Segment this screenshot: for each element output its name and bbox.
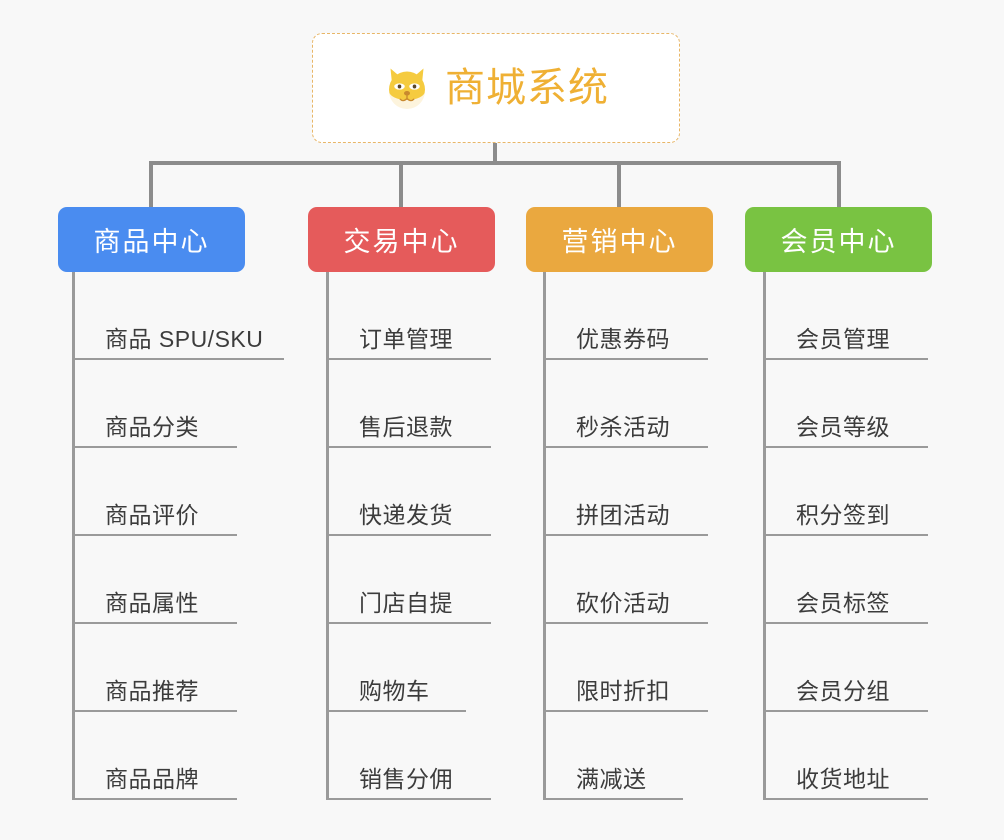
leaf-underline	[763, 710, 928, 712]
leaf-item[interactable]: 会员管理	[763, 272, 993, 360]
leaf-underline	[72, 358, 284, 360]
leaf-item[interactable]: 会员等级	[763, 360, 993, 448]
leaf-underline	[543, 622, 708, 624]
leaf-column-3: 优惠券码秒杀活动拼团活动砍价活动限时折扣满减送	[543, 272, 773, 800]
leaf-item-label: 满减送	[576, 766, 647, 792]
leaf-underline	[326, 622, 491, 624]
leaf-item[interactable]: 快递发货	[326, 448, 556, 536]
leaf-item-label: 订单管理	[359, 326, 453, 352]
leaf-underline	[763, 446, 928, 448]
leaf-underline	[72, 710, 237, 712]
leaf-item-label: 售后退款	[359, 414, 453, 440]
leaf-item-label: 砍价活动	[576, 590, 670, 616]
leaf-item[interactable]: 售后退款	[326, 360, 556, 448]
category-label: 会员中心	[780, 227, 897, 257]
leaf-underline	[543, 358, 708, 360]
leaf-item[interactable]: 商品推荐	[72, 624, 302, 712]
leaf-item-label: 会员等级	[796, 414, 890, 440]
connector-drop-3	[617, 161, 621, 207]
leaf-item-label: 会员管理	[796, 326, 890, 352]
category-label: 营销中心	[561, 227, 678, 257]
leaf-item[interactable]: 会员分组	[763, 624, 993, 712]
leaf-item-label: 商品评价	[105, 502, 199, 528]
leaf-item[interactable]: 销售分佣	[326, 712, 556, 800]
category-box-2[interactable]: 交易中心	[308, 207, 495, 272]
leaf-item[interactable]: 会员标签	[763, 536, 993, 624]
leaf-underline	[72, 798, 237, 800]
leaf-item[interactable]: 优惠券码	[543, 272, 773, 360]
leaf-underline	[763, 798, 928, 800]
leaf-underline	[326, 534, 491, 536]
leaf-item-label: 商品属性	[105, 590, 199, 616]
leaf-item[interactable]: 满减送	[543, 712, 773, 800]
leaf-item-label: 优惠券码	[576, 326, 670, 352]
connector-drop-2	[399, 161, 403, 207]
leaf-item[interactable]: 商品 SPU/SKU	[72, 272, 302, 360]
leaf-item[interactable]: 砍价活动	[543, 536, 773, 624]
leaf-item-label: 会员标签	[796, 590, 890, 616]
leaf-item-label: 购物车	[359, 678, 430, 704]
leaf-item[interactable]: 购物车	[326, 624, 556, 712]
connector-root-stem	[493, 143, 497, 165]
leaf-item-label: 商品推荐	[105, 678, 199, 704]
leaf-underline	[763, 622, 928, 624]
leaf-item[interactable]: 商品分类	[72, 360, 302, 448]
leaf-underline	[543, 710, 708, 712]
leaf-underline	[763, 358, 928, 360]
category-label: 交易中心	[343, 227, 460, 257]
leaf-item[interactable]: 拼团活动	[543, 448, 773, 536]
category-label: 商品中心	[93, 227, 210, 257]
leaf-underline	[543, 798, 683, 800]
category-box-1[interactable]: 商品中心	[58, 207, 245, 272]
leaf-column-2: 订单管理售后退款快递发货门店自提购物车销售分佣	[326, 272, 556, 800]
category-box-3[interactable]: 营销中心	[526, 207, 713, 272]
leaf-item-label: 限时折扣	[576, 678, 670, 704]
leaf-underline	[326, 358, 491, 360]
leaf-item[interactable]: 限时折扣	[543, 624, 773, 712]
leaf-item-label: 会员分组	[796, 678, 890, 704]
leaf-underline	[543, 534, 708, 536]
leaf-underline	[326, 710, 466, 712]
leaf-underline	[326, 798, 491, 800]
leaf-item-label: 商品品牌	[105, 766, 199, 792]
leaf-item-label: 门店自提	[359, 590, 453, 616]
leaf-underline	[326, 446, 491, 448]
leaf-column-4: 会员管理会员等级积分签到会员标签会员分组收货地址	[763, 272, 993, 800]
leaf-item-label: 积分签到	[796, 502, 890, 528]
leaf-item[interactable]: 门店自提	[326, 536, 556, 624]
leaf-item-label: 收货地址	[796, 766, 890, 792]
leaf-item[interactable]: 商品品牌	[72, 712, 302, 800]
leaf-item[interactable]: 收货地址	[763, 712, 993, 800]
root-node-title: 商城系统	[445, 66, 609, 110]
leaf-underline	[72, 534, 237, 536]
leaf-underline	[72, 622, 237, 624]
connector-drop-4	[837, 161, 841, 207]
leaf-item-label: 商品 SPU/SKU	[105, 326, 264, 352]
category-box-4[interactable]: 会员中心	[745, 207, 932, 272]
leaf-underline	[543, 446, 708, 448]
leaf-item-label: 拼团活动	[576, 502, 670, 528]
leaf-item[interactable]: 秒杀活动	[543, 360, 773, 448]
shiba-dog-face-icon	[389, 68, 425, 109]
connector-horizontal-bus	[149, 161, 841, 165]
leaf-item[interactable]: 商品评价	[72, 448, 302, 536]
leaf-item-label: 商品分类	[105, 414, 199, 440]
leaf-underline	[763, 534, 928, 536]
leaf-item[interactable]: 积分签到	[763, 448, 993, 536]
leaf-item-label: 秒杀活动	[576, 414, 670, 440]
leaf-item[interactable]: 商品属性	[72, 536, 302, 624]
leaf-item[interactable]: 订单管理	[326, 272, 556, 360]
leaf-item-label: 销售分佣	[359, 766, 453, 792]
connector-drop-1	[149, 161, 153, 207]
leaf-underline	[72, 446, 237, 448]
leaf-column-1: 商品 SPU/SKU 商品分类商品评价商品属性商品推荐商品品牌	[72, 272, 302, 800]
root-node-shop-system[interactable]: 商城系统	[312, 33, 680, 143]
leaf-item-label: 快递发货	[359, 502, 453, 528]
